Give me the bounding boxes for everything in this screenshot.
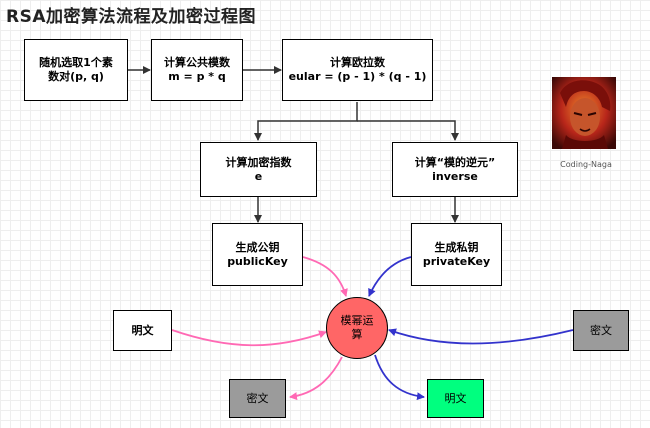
- node-enc-exponent-line2: e: [254, 169, 263, 183]
- node-inverse-line2: inverse: [432, 169, 478, 183]
- node-inverse-line1: 计算“模的逆元”: [414, 155, 496, 169]
- node-plaintext-input: 明文: [113, 310, 172, 351]
- node-euler-line1: 计算欧拉数: [330, 56, 385, 69]
- node-choose-pq: 随机选取1个素 数对(p, q): [24, 39, 128, 101]
- arrow-euler-to-inverse: [357, 120, 459, 141]
- curve-privkey-to-modpow: [368, 256, 412, 297]
- arrow-euler-split: [254, 102, 358, 141]
- node-modulus-line2: m = p * q: [168, 70, 226, 83]
- curve-modpow-to-ciphertext: [289, 356, 343, 401]
- node-plaintext-input-label: 明文: [131, 323, 154, 337]
- node-public-key: 生成公钥 publicKey: [212, 223, 303, 286]
- node-ciphertext-input-label: 密文: [590, 323, 612, 337]
- node-enc-exponent-line1: 计算加密指数: [225, 155, 292, 169]
- node-public-key-line1: 生成公钥: [235, 240, 280, 254]
- node-ciphertext-input: 密文: [573, 310, 629, 351]
- curve-pubkey-to-modpow: [302, 256, 348, 297]
- curve-modpow-to-plaintext: [374, 354, 425, 401]
- node-modulus: 计算公共模数 m = p * q: [151, 39, 243, 101]
- node-enc-exponent: 计算加密指数 e: [200, 142, 317, 197]
- node-plaintext-output: 明文: [427, 379, 484, 418]
- node-euler-line2: eular = (p - 1) * (q - 1): [288, 70, 427, 83]
- node-ciphertext-output-label: 密文: [246, 391, 269, 405]
- node-private-key-line1: 生成私钥: [434, 240, 479, 254]
- node-choose-pq-line2: 数对(p, q): [48, 70, 104, 83]
- curve-plaintext-to-modpow: [171, 329, 327, 347]
- node-modpow-line2: 算: [351, 328, 363, 341]
- node-modular-exponentiation: 模幂运 算: [326, 297, 388, 359]
- node-choose-pq-line1: 随机选取1个素: [39, 56, 113, 69]
- curve-ciphertext-to-modpow: [388, 328, 574, 345]
- node-public-key-line2: publicKey: [227, 254, 288, 268]
- node-private-key-line2: privateKey: [422, 254, 491, 268]
- node-private-key: 生成私钥 privateKey: [411, 223, 502, 286]
- node-modulus-line1: 计算公共模数: [164, 56, 230, 69]
- diagram-title: RSA加密算法流程及加密过程图: [6, 7, 256, 27]
- node-modpow-line1: 模幂运: [340, 314, 374, 327]
- node-ciphertext-output: 密文: [229, 379, 286, 418]
- node-inverse: 计算“模的逆元” inverse: [392, 142, 518, 197]
- author-avatar: [552, 77, 616, 149]
- avatar-caption: Coding-Naga: [560, 160, 612, 169]
- node-plaintext-output-label: 明文: [444, 391, 467, 405]
- node-euler: 计算欧拉数 eular = (p - 1) * (q - 1): [282, 39, 433, 101]
